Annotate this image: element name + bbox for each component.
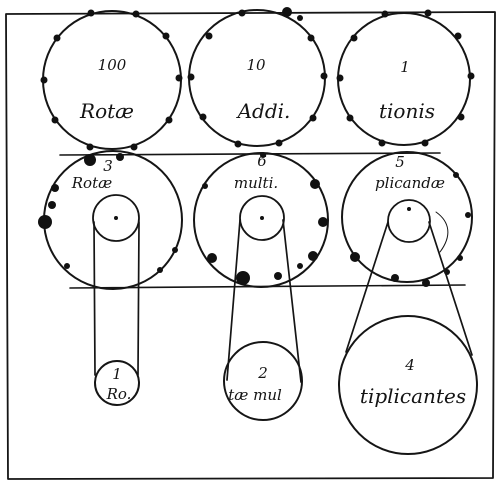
multiplicand-wheel-middle: 6 multi. (193, 152, 329, 288)
wheel-number-label: 5 (395, 153, 405, 171)
wheel-word-label: tæ mul (228, 386, 282, 404)
wheel-word-label: Addi. (236, 99, 291, 123)
wheel-word-label: Ro. (106, 385, 132, 403)
wheel-number-label: 3 (103, 157, 113, 175)
addition-wheel-tens: 10 Addi. (187, 7, 328, 148)
wheel-word-label: tionis (379, 99, 435, 123)
addition-wheel-units: 1 tionis (336, 9, 475, 147)
wheel-word-label: tiplicantes (360, 384, 466, 408)
wheel-number-label: 1 (400, 58, 410, 76)
multiplier-wheel-small: 1 Ro. (94, 360, 140, 406)
multiplier-wheel-medium: 2 tæ mul (223, 341, 303, 421)
wheel-number-label: 2 (257, 364, 268, 382)
multiplicand-wheel-right: 5 plicandæ (341, 151, 473, 287)
wheel-number-label: 1 (112, 365, 122, 383)
wheel-word-label: Rotæ (79, 99, 134, 123)
wheel-word-label: Rotæ (71, 174, 112, 192)
wheel-number-label: 6 (257, 152, 267, 170)
multiplier-wheel-large: 4 tiplicantes (338, 315, 478, 455)
wheel-word-label: plicandæ (375, 174, 445, 192)
addition-wheel-hundreds: 100 Rotæ (40, 9, 183, 151)
wheel-word-label: multi. (234, 174, 278, 192)
multiplicand-wheel-left: 3 Rotæ (38, 150, 183, 290)
belts (93, 219, 473, 383)
wheel-number-label: 4 (404, 356, 415, 374)
page-frame (5, 11, 496, 480)
wheel-number-label: 100 (98, 56, 127, 74)
wheel-number-label: 10 (246, 56, 266, 74)
